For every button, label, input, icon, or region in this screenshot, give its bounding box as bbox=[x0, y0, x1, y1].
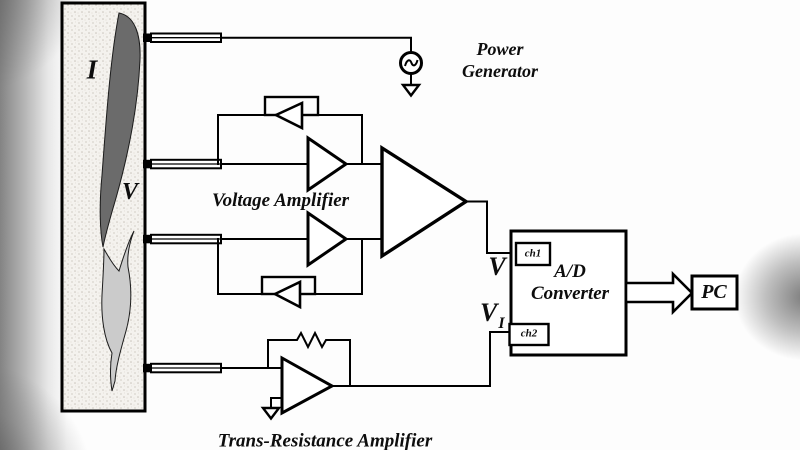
adc-to-pc-arrow bbox=[624, 270, 694, 316]
pc-box bbox=[690, 274, 739, 311]
ground-icon-2 bbox=[260, 406, 282, 421]
wire-resistor-feedback bbox=[267, 330, 351, 386]
wire-transamp-ground-stem bbox=[270, 397, 283, 408]
adc-label: A/D Converter bbox=[531, 261, 609, 305]
adc-section bbox=[508, 229, 739, 357]
pc-label: PC bbox=[701, 281, 727, 303]
differential-amp bbox=[380, 144, 470, 260]
feedback-buffer-top bbox=[272, 100, 304, 131]
adc-line1: A/D bbox=[554, 261, 586, 282]
electrode-4 bbox=[143, 362, 222, 374]
electrode-2 bbox=[143, 158, 222, 170]
electrodes bbox=[143, 32, 222, 374]
adc-line2: Converter bbox=[530, 283, 610, 304]
trans-resistance-stage bbox=[260, 355, 336, 421]
vi-signal-label: VI bbox=[480, 300, 505, 332]
vi-signal-base: V bbox=[480, 298, 498, 327]
current-label: I bbox=[86, 54, 98, 85]
buffer-amp-bottom bbox=[306, 210, 349, 268]
voltage-amplifier-label: Voltage Amplifier bbox=[212, 190, 350, 211]
voltage-amplifier-stage bbox=[260, 95, 470, 310]
electrode-1 bbox=[143, 32, 222, 43]
sine-wave-icon bbox=[404, 59, 419, 67]
ch1-box bbox=[514, 241, 552, 267]
wires bbox=[217, 36, 511, 408]
vi-signal-subscript: I bbox=[498, 315, 505, 332]
current-flow-dark-arrow bbox=[99, 12, 141, 248]
power-generator-symbol bbox=[399, 51, 423, 98]
ch1-label: ch1 bbox=[524, 247, 542, 260]
trans-res-opamp bbox=[280, 355, 336, 416]
wire-transamp-to-ch2 bbox=[331, 331, 511, 387]
power-generator-label: Power Generator bbox=[462, 38, 538, 82]
ch2-box bbox=[508, 322, 550, 347]
buffer-amp-top bbox=[306, 135, 349, 193]
voltage-label: V bbox=[121, 179, 139, 205]
ch2-label: ch2 bbox=[520, 327, 538, 340]
feedback-buffer-bottom bbox=[272, 279, 302, 310]
v-signal-label: V bbox=[488, 252, 506, 281]
current-flow-light-arrow bbox=[101, 230, 135, 392]
sample-block bbox=[60, 1, 147, 413]
power-generator-line2: Generator bbox=[462, 61, 538, 81]
electrode-3 bbox=[143, 233, 222, 245]
wire-amp-to-ch1 bbox=[464, 200, 511, 254]
wire-generator bbox=[221, 36, 412, 53]
ground-icon bbox=[400, 83, 422, 98]
trans-resistance-amplifier-label: Trans-Resistance Amplifier bbox=[217, 430, 433, 450]
power-generator-line1: Power bbox=[476, 39, 524, 59]
